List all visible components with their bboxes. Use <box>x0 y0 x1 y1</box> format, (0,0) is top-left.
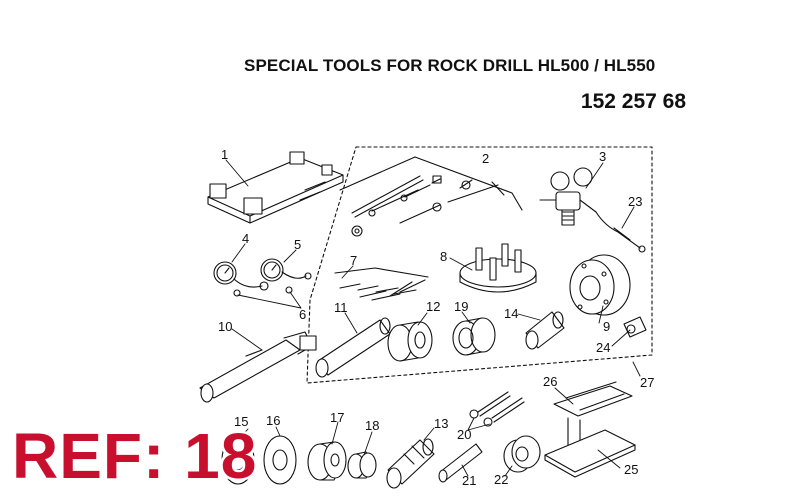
ref-label: REF: 18 <box>12 420 258 492</box>
kit-outline <box>306 146 653 384</box>
callout-17: 17 <box>330 410 344 425</box>
callout-24: 24 <box>596 340 610 355</box>
callout-19: 19 <box>454 299 468 314</box>
callout-27: 27 <box>640 375 654 390</box>
callout-11: 11 <box>334 300 348 315</box>
tool-1-fixture-plate <box>207 151 344 224</box>
callout-16: 16 <box>266 413 280 428</box>
callout-9: 9 <box>603 319 610 334</box>
tool-7-pins <box>334 267 429 301</box>
callout-20: 20 <box>457 427 471 442</box>
tool-17-pulley <box>307 441 347 481</box>
callout-8: 8 <box>440 249 447 264</box>
tool-12-bushing <box>387 321 433 362</box>
tool-25-stand-base <box>544 417 636 478</box>
callout-7: 7 <box>350 253 357 268</box>
callout-2: 2 <box>482 151 489 166</box>
part-number: 152 257 68 <box>580 90 686 113</box>
tool-4-dial-gauge <box>213 261 269 291</box>
tool-26-stand-top <box>553 381 633 417</box>
tool-24-socket <box>623 316 647 338</box>
tool-15-disc <box>221 435 255 485</box>
callout-13: 13 <box>434 416 448 431</box>
tool-20-bolts <box>469 391 525 427</box>
callout-4: 4 <box>242 231 249 246</box>
tool-2-wrench-set <box>339 156 523 237</box>
tool-3-pressure-regulator <box>539 167 597 226</box>
callout-14: 14 <box>504 306 518 321</box>
tool-22-nut <box>503 435 541 473</box>
callout-15: 15 <box>234 414 248 429</box>
callout-23: 23 <box>628 194 642 209</box>
tool-9-flange <box>569 254 631 316</box>
callout-10: 10 <box>218 319 232 334</box>
callout-26: 26 <box>543 374 557 389</box>
callout-3: 3 <box>599 149 606 164</box>
tool-18-bushing <box>347 451 377 479</box>
callout-21: 21 <box>462 473 476 488</box>
callout-1: 1 <box>221 147 228 162</box>
callout-6: 6 <box>299 307 306 322</box>
callout-25: 25 <box>624 462 638 477</box>
callout-18: 18 <box>365 418 379 433</box>
tool-10-slide-hammer <box>199 331 317 403</box>
tool-19-ring <box>452 317 496 356</box>
tool-21-rod <box>438 443 483 483</box>
tool-6-tips <box>233 286 293 297</box>
callout-12: 12 <box>426 299 440 314</box>
tool-5-dial-gauge <box>260 258 312 282</box>
page-title: SPECIAL TOOLS FOR ROCK DRILL HL500 / HL5… <box>244 56 656 75</box>
callout-22: 22 <box>494 472 508 487</box>
tool-14-sleeve <box>525 311 565 350</box>
leader-lines <box>225 159 641 477</box>
tool-13-drift <box>386 438 435 489</box>
tool-23-hose <box>595 211 646 253</box>
callout-5: 5 <box>294 237 301 252</box>
tool-16-disc <box>263 435 297 485</box>
tool-8-hub <box>459 243 537 293</box>
